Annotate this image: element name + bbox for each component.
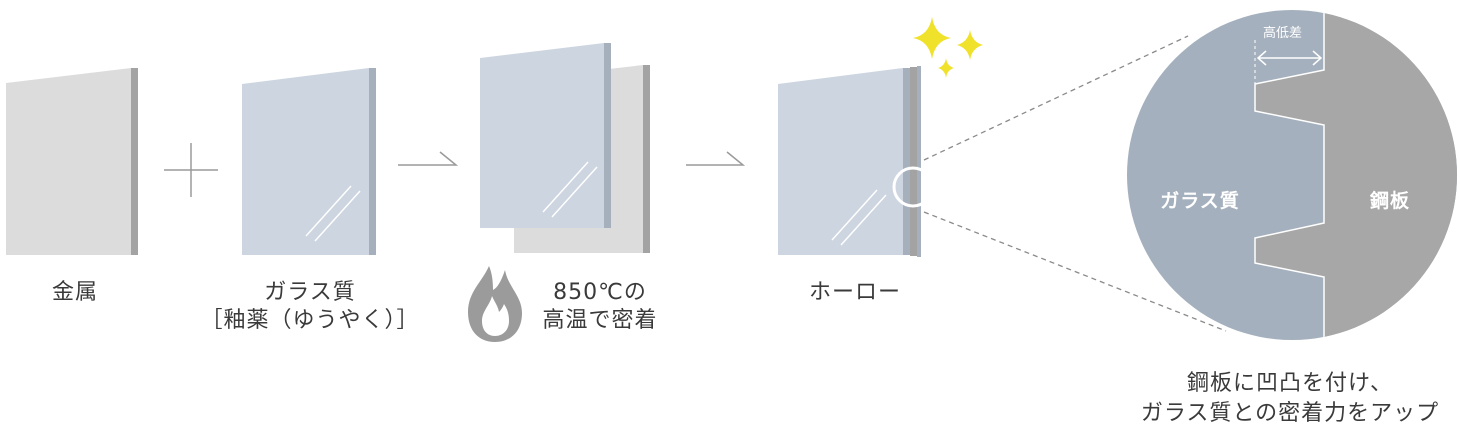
- glass-panel: [242, 68, 376, 255]
- steel-layer-label: 鋼板: [1369, 190, 1410, 212]
- step-fire-label: 850℃の 高温で密着: [525, 279, 675, 335]
- magnifier-ring-icon: [892, 166, 934, 208]
- caption-line1: 鋼板に凹凸を付け、: [1187, 371, 1393, 396]
- step-glass-label: ガラス質 ［釉薬（ゆうやく）］: [190, 279, 430, 335]
- cross-section-circle: [1127, 10, 1457, 340]
- sparkle-icon: [913, 17, 983, 78]
- caption: 鋼板に凹凸を付け、 ガラス質との密着力をアップ: [1120, 369, 1460, 429]
- plus-icon: [164, 143, 218, 197]
- step-fire-label-line1: 850℃の: [553, 280, 647, 305]
- step-fire-label-line2: 高温で密着: [542, 308, 658, 333]
- arrow-icon: [686, 151, 746, 166]
- flame-icon: [468, 266, 522, 342]
- height-difference-label: 高低差: [1263, 26, 1303, 41]
- metal-panel: [6, 68, 138, 255]
- arrow-icon: [398, 151, 459, 166]
- caption-line2: ガラス質との密着力をアップ: [1140, 401, 1440, 426]
- step-enamel-label: ホーロー: [808, 280, 901, 305]
- step-glass-label-line2: ［釉薬（ゆうやく）］: [200, 308, 420, 333]
- step-metal-label: 金属: [51, 280, 98, 305]
- glass-layer-label: ガラス質: [1160, 190, 1240, 212]
- enamel-panel: [778, 66, 934, 257]
- zoom-lines: [923, 35, 1227, 332]
- step-glass-label-line1: ガラス質: [264, 280, 356, 305]
- fired-panels: [480, 43, 650, 253]
